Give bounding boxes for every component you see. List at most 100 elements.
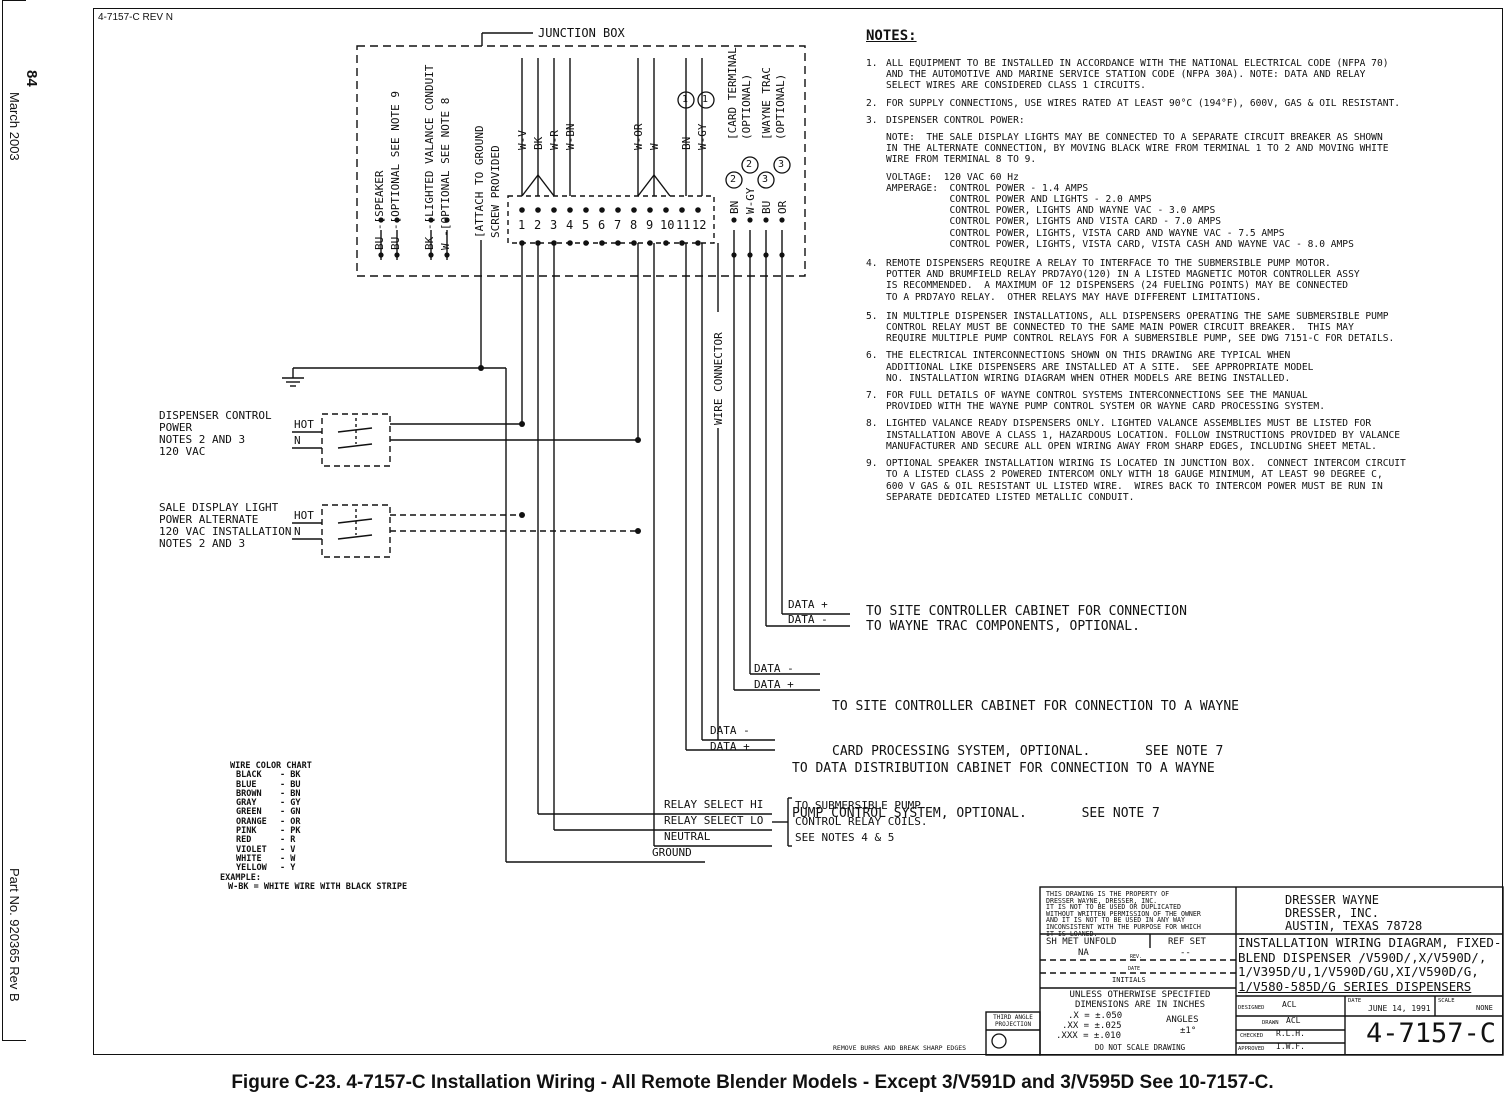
note-line: REQUIRE MULTIPLE PUMP CONTROL RELAYS FOR… <box>886 333 1395 345</box>
terminal-dot <box>695 240 701 246</box>
note-line: LIGHTED VALANCE READY DISPENSERS ONLY. L… <box>886 418 1372 430</box>
note-item: 4.REMOTE DISPENSERS REQUIRE A RELAY TO I… <box>866 258 1360 303</box>
note-item: 8.LIGHTED VALANCE READY DISPENSERS ONLY.… <box>866 418 1401 452</box>
terminal-dot <box>647 240 653 246</box>
card-terminal-label: [CARD TERMINAL <box>726 47 739 140</box>
terminal-dot <box>663 207 669 213</box>
note-line: PROVIDED WITH THE WAYNE PUMP CONTROL SYS… <box>886 401 1325 413</box>
terminal-dot <box>695 207 701 213</box>
notes-list: 1.ALL EQUIPMENT TO BE INSTALLED IN ACCOR… <box>866 52 1456 503</box>
neutral-label: N <box>294 525 301 538</box>
sh-met-unfold: SH MET UNFOLD <box>1046 937 1117 947</box>
terminal-number: 9 <box>646 218 654 232</box>
color-chart-row: GREEN- GN <box>236 807 301 818</box>
terminal-dot <box>551 207 557 213</box>
note-line: CONTROL RELAY MUST BE CONNECTED TO THE S… <box>886 322 1354 334</box>
terminal-dot <box>663 240 669 246</box>
wire-label: W-GY <box>696 123 709 151</box>
note-line: CONTROL POWER, LIGHTS, VISTA CARD, VISTA… <box>886 238 1354 250</box>
wire-dot <box>428 217 434 223</box>
note-line: OPTIONAL SPEAKER INSTALLATION WIRING IS … <box>886 458 1406 470</box>
ref-dashes: -- <box>1180 948 1191 958</box>
terminal-dot <box>583 207 589 213</box>
card-data-plus: DATA + <box>754 678 794 691</box>
initials-label: INITIALS <box>1112 976 1146 984</box>
trac-data-plus: DATA + <box>788 598 828 611</box>
date-small: DATE <box>1128 966 1141 972</box>
card-data-minus: DATA - <box>754 662 794 675</box>
note-line: INSTALLATION ABOVE A CLASS 1, HAZARDOUS … <box>886 429 1401 441</box>
color-chart-row: WHITE- W <box>236 853 296 864</box>
control-power-label: DISPENSER CONTROL POWER NOTES 2 AND 3 12… <box>159 409 272 458</box>
wire-dot <box>763 252 769 258</box>
hot-label: HOT <box>294 509 314 522</box>
junction-dot <box>519 512 525 518</box>
terminal-dot <box>599 207 605 213</box>
relay-select-hi: RELAY SELECT HI <box>664 798 764 811</box>
note-item: 2.FOR SUPPLY CONNECTIONS, USE WIRES RATE… <box>866 97 1401 109</box>
note-line: SEPARATE DEDICATED LISTED METALLIC CONDU… <box>886 491 1135 503</box>
wire-connector-label: WIRE CONNECTOR <box>712 332 725 425</box>
ref-set: REF SET <box>1168 937 1206 947</box>
wire-label: W-BN <box>564 123 577 151</box>
wire-dot <box>731 217 737 223</box>
note-line: FOR FULL DETAILS OF WAYNE CONTROL SYSTEM… <box>886 390 1308 402</box>
note-line: NO. INSTALLATION WIRING DIAGRAM WHEN OTH… <box>886 372 1291 384</box>
terminal-dot <box>615 240 621 246</box>
terminal-dot <box>583 240 589 246</box>
note-line: CONTROL POWER, LIGHTS AND WAYNE VAC - 3.… <box>886 205 1216 217</box>
pump-data-plus: DATA + <box>710 740 750 753</box>
wire-dot <box>394 217 400 223</box>
relay-ground: GROUND <box>652 846 692 859</box>
terminal-number: 4 <box>566 218 574 232</box>
terminal-dot <box>631 240 637 246</box>
checked-value: R.L.H. <box>1276 1029 1305 1038</box>
circle-number: 2 <box>746 159 753 170</box>
color-chart-row: RED- R <box>236 835 296 846</box>
circle-number: 3 <box>762 174 769 185</box>
note-line: POTTER AND BRUMFIELD RELAY PRD7AYO(120) … <box>886 269 1360 281</box>
wire-label: OR <box>776 200 789 214</box>
note-line: WIRE FROM TERMINAL 8 TO 9. <box>886 154 1037 166</box>
wire-label: W-GY <box>744 187 757 215</box>
wire-label: BN <box>680 136 693 150</box>
wire-dot <box>731 252 737 258</box>
terminal-dot <box>679 240 685 246</box>
circle-number: 1 <box>682 94 689 105</box>
note-line: IN THE ALTERNATE CONNECTION, BY MOVING B… <box>886 143 1389 155</box>
ground-label-1: [ATTACH TO GROUND <box>473 125 486 238</box>
wire-dot <box>779 252 785 258</box>
note-line: DISPENSER CONTROL POWER: <box>886 114 1025 126</box>
junction-dot <box>519 421 525 427</box>
figure-caption: Figure C-23. 4-7157-C Installation Wirin… <box>231 1072 1274 1093</box>
valance-label-2: W -[OPTIONAL SEE NOTE 8 <box>439 97 452 250</box>
terminal-dot <box>599 240 605 246</box>
terminal-number: 12 <box>692 218 707 232</box>
note-item: 9.OPTIONAL SPEAKER INSTALLATION WIRING I… <box>866 458 1406 503</box>
note-line: 600 V GAS & OIL RESISTANT UL LISTED WIRE… <box>886 480 1383 492</box>
terminal-dot <box>551 240 557 246</box>
example-text: W-BK = WHITE WIRE WITH BLACK STRIPE <box>228 881 408 892</box>
junction-dot <box>478 365 484 371</box>
junction-box-label: JUNCTION BOX <box>538 26 625 40</box>
terminal-dot <box>519 240 525 246</box>
wire-label: BK <box>532 136 545 150</box>
terminal-number: 10 <box>660 218 675 232</box>
note-line: CONTROL POWER, LIGHTS, VISTA CARD AND WA… <box>886 227 1285 239</box>
circle-number: 1 <box>702 94 709 105</box>
card-terminal-optional: (OPTIONAL) <box>740 73 753 140</box>
designed-label: DESIGNED <box>1238 1005 1265 1011</box>
wire-dot <box>394 252 400 258</box>
example-label: EXAMPLE: <box>220 872 261 883</box>
note-item: 7.FOR FULL DETAILS OF WAYNE CONTROL SYST… <box>866 390 1325 413</box>
relay-neutral: NEUTRAL <box>664 830 711 843</box>
relay-text: TO SUBMERSIBLE PUMP CONTROL RELAY COILS.… <box>795 799 928 844</box>
drawing-title: INSTALLATION WIRING DIAGRAM, FIXED-BLEND… <box>1238 935 1502 994</box>
note-line: NOTE: THE SALE DISPLAY LIGHTS MAY BE CON… <box>886 132 1383 144</box>
wire-label: W <box>648 143 661 150</box>
terminal-number: 1 <box>518 218 526 232</box>
color-chart-row: BLACK- BK <box>236 770 301 781</box>
